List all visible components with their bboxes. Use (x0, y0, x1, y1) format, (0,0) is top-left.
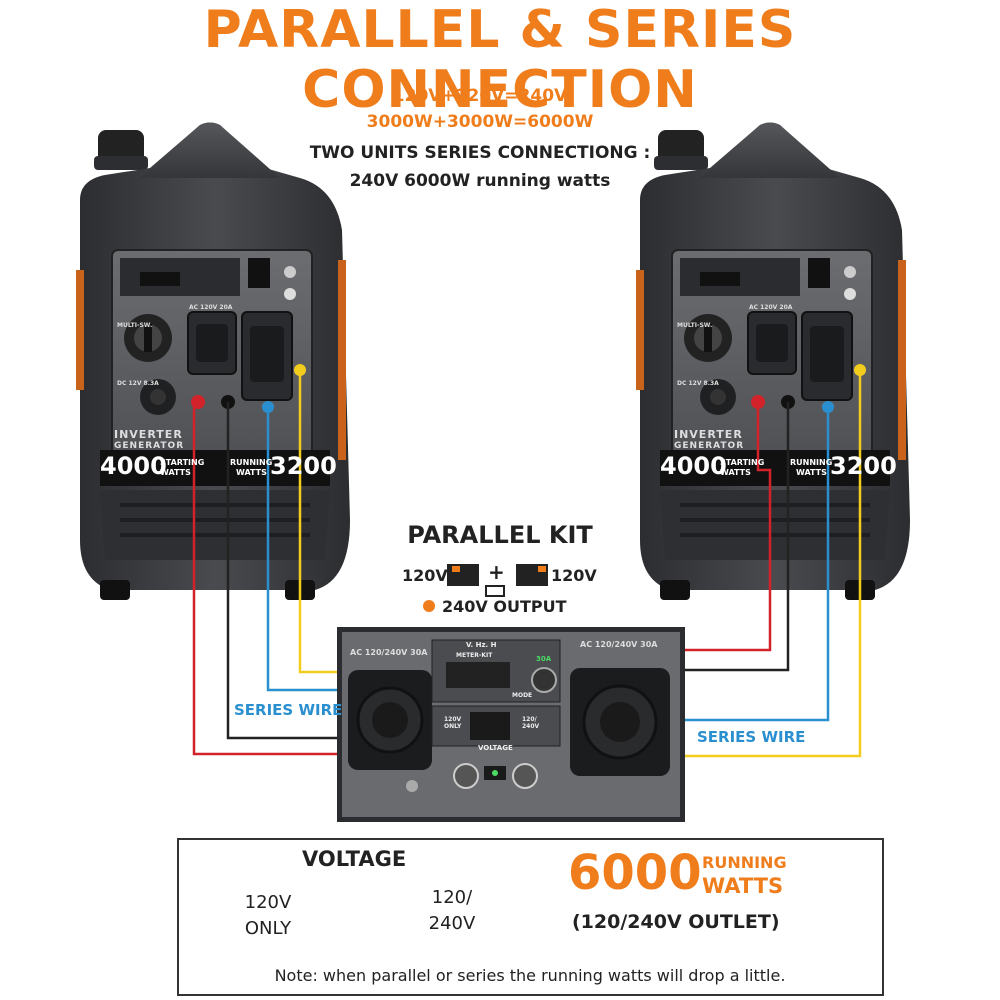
watts-label: WATTS (702, 874, 784, 898)
switch-left-line1: 120V (244, 892, 292, 913)
switch-left-text: 120V ONLY (238, 890, 298, 942)
starting-watts-left: 4000 (100, 452, 167, 480)
running-label-left: RUNNING (230, 458, 273, 467)
switch-right-line2: 240V (428, 913, 476, 934)
switch-right-line1: 120/ (431, 887, 473, 908)
left-generator (74, 120, 352, 602)
ac-outlet-label-left: AC 120V 20A (189, 304, 233, 311)
watt-equation: 3000W+3000W=6000W (366, 112, 594, 132)
kit-plus-sign: + (488, 560, 505, 584)
running-watts-right: 3200 (830, 452, 897, 480)
voltage-equation: 120V+120V=240V (392, 86, 568, 106)
running-watts-number: 6000 (568, 845, 702, 901)
kit-left-voltage: 120V (402, 566, 448, 585)
page-title: PARALLEL & SERIES CONNECTION (203, 0, 797, 120)
starting-label-left: STARTING (160, 458, 205, 467)
voltage-info-box (177, 838, 884, 996)
switch-right-text: 120/ 240V (424, 885, 480, 937)
running-watts-text: 240V 6000W running watts (349, 171, 611, 191)
running-label2-right: WATTS (796, 468, 827, 477)
parallel-kit-title: PARALLEL KIT (407, 521, 593, 549)
meter-mode-label: MODE (512, 692, 533, 699)
switch-left-label: 120V ONLY (444, 716, 462, 730)
series-connecting-text: TWO UNITS SERIES CONNECTIONG : (309, 143, 651, 163)
switch-left-line2: ONLY (244, 918, 292, 939)
meter-kit-label: METER-KIT (456, 652, 493, 659)
kit-output-label: 240V OUTPUT (442, 597, 567, 616)
running-label-right: RUNNING (790, 458, 833, 467)
series-wire-label-left: SERIES WIRE (234, 701, 343, 719)
running-label: RUNNING (702, 853, 787, 872)
meter-title: V. Hz. H (466, 641, 497, 649)
kit-panel-left-label: AC 120/240V 30A (350, 648, 428, 657)
ac-outlet-label-right: AC 120V 20A (749, 304, 793, 311)
starting-label-right: STARTING (720, 458, 765, 467)
generator-label-right: GENERATOR (674, 441, 745, 451)
multi-sw-label-right: MULTI-SW. (677, 322, 713, 329)
outlet-label: (120/240V OUTLET) (572, 911, 780, 933)
inverter-label-left: INVERTER (114, 428, 183, 441)
dc-outlet-label-right: DC 12V 8.3A (677, 380, 719, 387)
running-watts-left: 3200 (270, 452, 337, 480)
dc-outlet-label-left: DC 12V 8.3A (117, 380, 159, 387)
kit-voltage-label: VOLTAGE (478, 744, 513, 752)
kit-right-voltage: 120V (551, 566, 597, 585)
starting-label2-left: WATTS (160, 468, 191, 477)
series-wire-label-right: SERIES WIRE (697, 728, 806, 746)
breaker-label: 30A (536, 655, 552, 663)
voltage-heading: VOLTAGE (302, 847, 407, 871)
right-generator (634, 120, 912, 602)
generator-label-left: GENERATOR (114, 441, 185, 451)
starting-watts-right: 4000 (660, 452, 727, 480)
kit-panel-right-label: AC 120/240V 30A (580, 640, 658, 649)
note-text: Note: when parallel or series the runnin… (274, 966, 786, 985)
switch-right-label: 120/ 240V (522, 716, 540, 730)
running-label2-left: WATTS (236, 468, 267, 477)
multi-sw-label-left: MULTI-SW. (117, 322, 153, 329)
starting-label2-right: WATTS (720, 468, 751, 477)
inverter-label-right: INVERTER (674, 428, 743, 441)
